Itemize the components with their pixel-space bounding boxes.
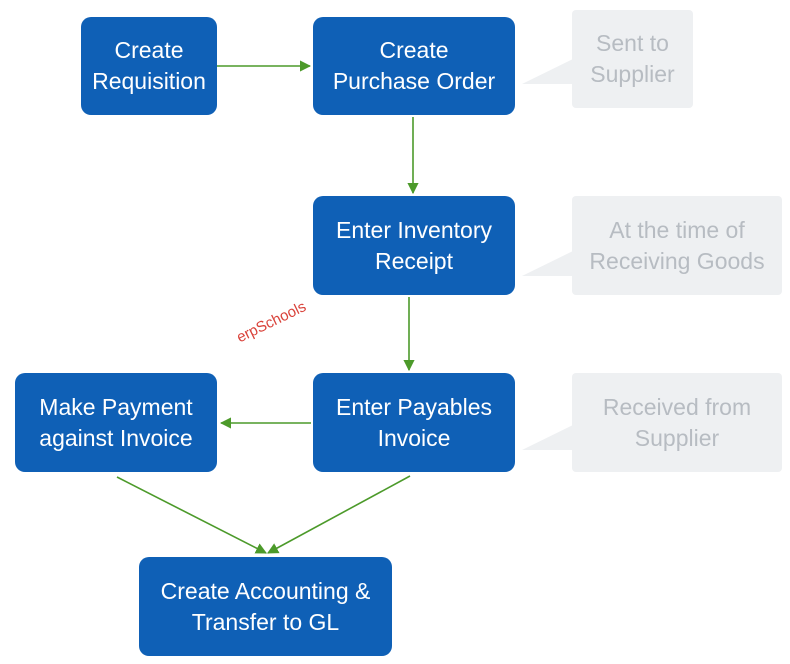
box-line: Receipt <box>375 247 453 274</box>
box-line: Enter Inventory <box>336 216 492 243</box>
box-line: against Invoice <box>39 424 193 451</box>
note-line: At the time of <box>609 216 745 243</box>
box-create-purchase-order: Create Purchase Order <box>313 17 515 115</box>
note-receiving-goods: At the time of Receiving Goods <box>572 196 782 295</box>
note-pointer-sent <box>522 58 575 84</box>
note-line: Supplier <box>590 61 675 87</box>
box-make-payment: Make Payment against Invoice <box>15 373 217 472</box>
box-line: Purchase Order <box>332 68 496 94</box>
arrow-payment-to-accounting <box>116 476 267 554</box>
arrow-invoice-to-accounting <box>267 475 411 554</box>
box-line: Create <box>379 37 449 63</box>
box-line: Requisition <box>92 68 206 94</box>
box-line: Enter Payables <box>336 393 492 420</box>
note-line: Received from <box>602 393 752 420</box>
note-pointer-received <box>522 424 575 450</box>
box-line: Make Payment <box>39 393 193 420</box>
note-line: Receiving Goods <box>589 247 765 274</box>
note-line: Supplier <box>634 424 720 451</box>
box-create-accounting: Create Accounting & Transfer to GL <box>139 557 392 656</box>
note-pointer-receiving <box>522 250 575 276</box>
box-create-requisition: Create Requisition <box>81 17 217 115</box>
box-enter-inventory-receipt: Enter Inventory Receipt <box>313 196 515 295</box>
box-line: Transfer to GL <box>191 608 340 635</box>
box-line: Create <box>114 37 184 63</box>
note-received-from-supplier: Received from Supplier <box>572 373 782 472</box>
box-line: Invoice <box>377 424 451 451</box>
note-sent-to-supplier: Sent to Supplier <box>572 10 693 108</box>
box-enter-payables-invoice: Enter Payables Invoice <box>313 373 515 472</box>
note-line: Sent to <box>596 30 669 56</box>
box-line: Create Accounting & <box>160 577 371 604</box>
